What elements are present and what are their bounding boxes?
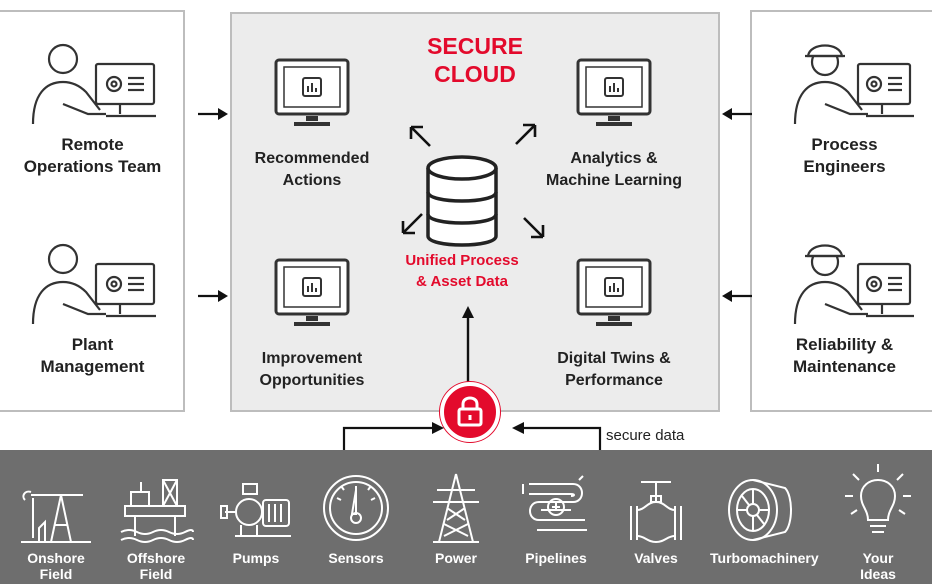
- role-label: Plant Management: [40, 335, 145, 376]
- data-flow-left-connector: [342, 422, 444, 452]
- pumpjack-icon: [21, 490, 91, 543]
- secure-data-label: secure data: [606, 427, 685, 444]
- transmission-tower-icon: [433, 473, 479, 543]
- lightbulb-icon: [845, 464, 911, 533]
- secure-lock-badge: [440, 382, 500, 442]
- asset-power: Power: [406, 450, 506, 566]
- asset-label: Your Ideas: [860, 550, 896, 582]
- secure-cloud-box: SECURE CLOUD Recommended Actions Analyti…: [230, 12, 720, 412]
- arrow-down-left-icon: [401, 213, 423, 235]
- asset-pumps: Pumps: [206, 450, 306, 566]
- role-reliability-maintenance: Reliability & Maintenance: [752, 234, 932, 378]
- monitor-icon: [576, 58, 652, 126]
- role-label: Process Engineers: [803, 135, 886, 176]
- lock-icon: [457, 396, 483, 427]
- pump-icon: [220, 483, 291, 537]
- asset-label: Turbomachinery: [710, 550, 819, 566]
- asset-offshore-field: Offshore Field: [106, 450, 206, 582]
- right-roles-panel: Process Engineers Reliability & Maintena…: [750, 10, 932, 412]
- engineer-hardhat-at-computer-icon: [793, 44, 914, 125]
- asset-label: Power: [434, 550, 477, 566]
- monitor-icon: [274, 258, 350, 326]
- unified-data-label: Unified Process & Asset Data: [405, 252, 519, 290]
- pipeline-icon: [522, 475, 587, 531]
- asset-label: Valves: [634, 550, 678, 566]
- asset-pipelines: Pipelines: [506, 450, 606, 566]
- engineer-hardhat-at-computer-icon: [793, 244, 914, 325]
- gauge-icon: [323, 475, 389, 541]
- role-plant-management: Plant Management: [0, 234, 185, 378]
- monitor-label: Digital Twins & Performance: [557, 350, 671, 389]
- arrow-up-icon: [462, 306, 474, 382]
- valve-icon: [630, 481, 682, 544]
- arrow-up-right-icon: [515, 123, 537, 145]
- asset-sensors: Sensors: [306, 450, 406, 566]
- arrow-up-left-icon: [409, 125, 431, 147]
- database-icon: [426, 155, 498, 247]
- assets-bar: Onshore Field Offshore Field: [0, 450, 932, 584]
- cloud-title: SECURE CLOUD: [427, 33, 523, 87]
- left-roles-panel: Remote Operations Team Plant Management: [0, 10, 185, 412]
- monitor-label: Recommended Actions: [254, 150, 370, 189]
- monitor-label: Analytics & Machine Learning: [545, 150, 683, 189]
- arrow-right-icon: [198, 108, 228, 120]
- role-process-engineers: Process Engineers: [752, 34, 932, 178]
- data-flow-right-connector: [512, 422, 602, 452]
- asset-valves: Valves: [606, 450, 706, 566]
- role-remote-operations: Remote Operations Team: [0, 34, 185, 178]
- operator-at-computer-icon: [31, 43, 156, 125]
- arrow-right-icon: [198, 290, 228, 302]
- asset-onshore-field: Onshore Field: [6, 450, 106, 582]
- asset-label: Pumps: [232, 550, 280, 566]
- asset-turbomachinery: Turbomachinery: [710, 450, 819, 566]
- role-label: Remote Operations Team: [23, 135, 162, 176]
- arrow-left-icon: [722, 108, 752, 120]
- arrow-down-right-icon: [523, 217, 545, 239]
- turbine-icon: [728, 479, 792, 541]
- asset-label: Pipelines: [525, 550, 587, 566]
- arrow-left-icon: [722, 290, 752, 302]
- role-label: Reliability & Maintenance: [793, 335, 896, 376]
- monitor-icon: [274, 58, 350, 126]
- asset-label: Offshore Field: [126, 550, 186, 582]
- monitor-icon: [576, 258, 652, 326]
- asset-label: Onshore Field: [27, 550, 85, 582]
- operator-at-computer-icon: [31, 243, 156, 325]
- asset-label: Sensors: [328, 550, 384, 566]
- asset-your-ideas: Your Ideas: [828, 450, 928, 582]
- offshore-rig-icon: [120, 479, 194, 543]
- monitor-label: Improvement Opportunities: [259, 350, 365, 389]
